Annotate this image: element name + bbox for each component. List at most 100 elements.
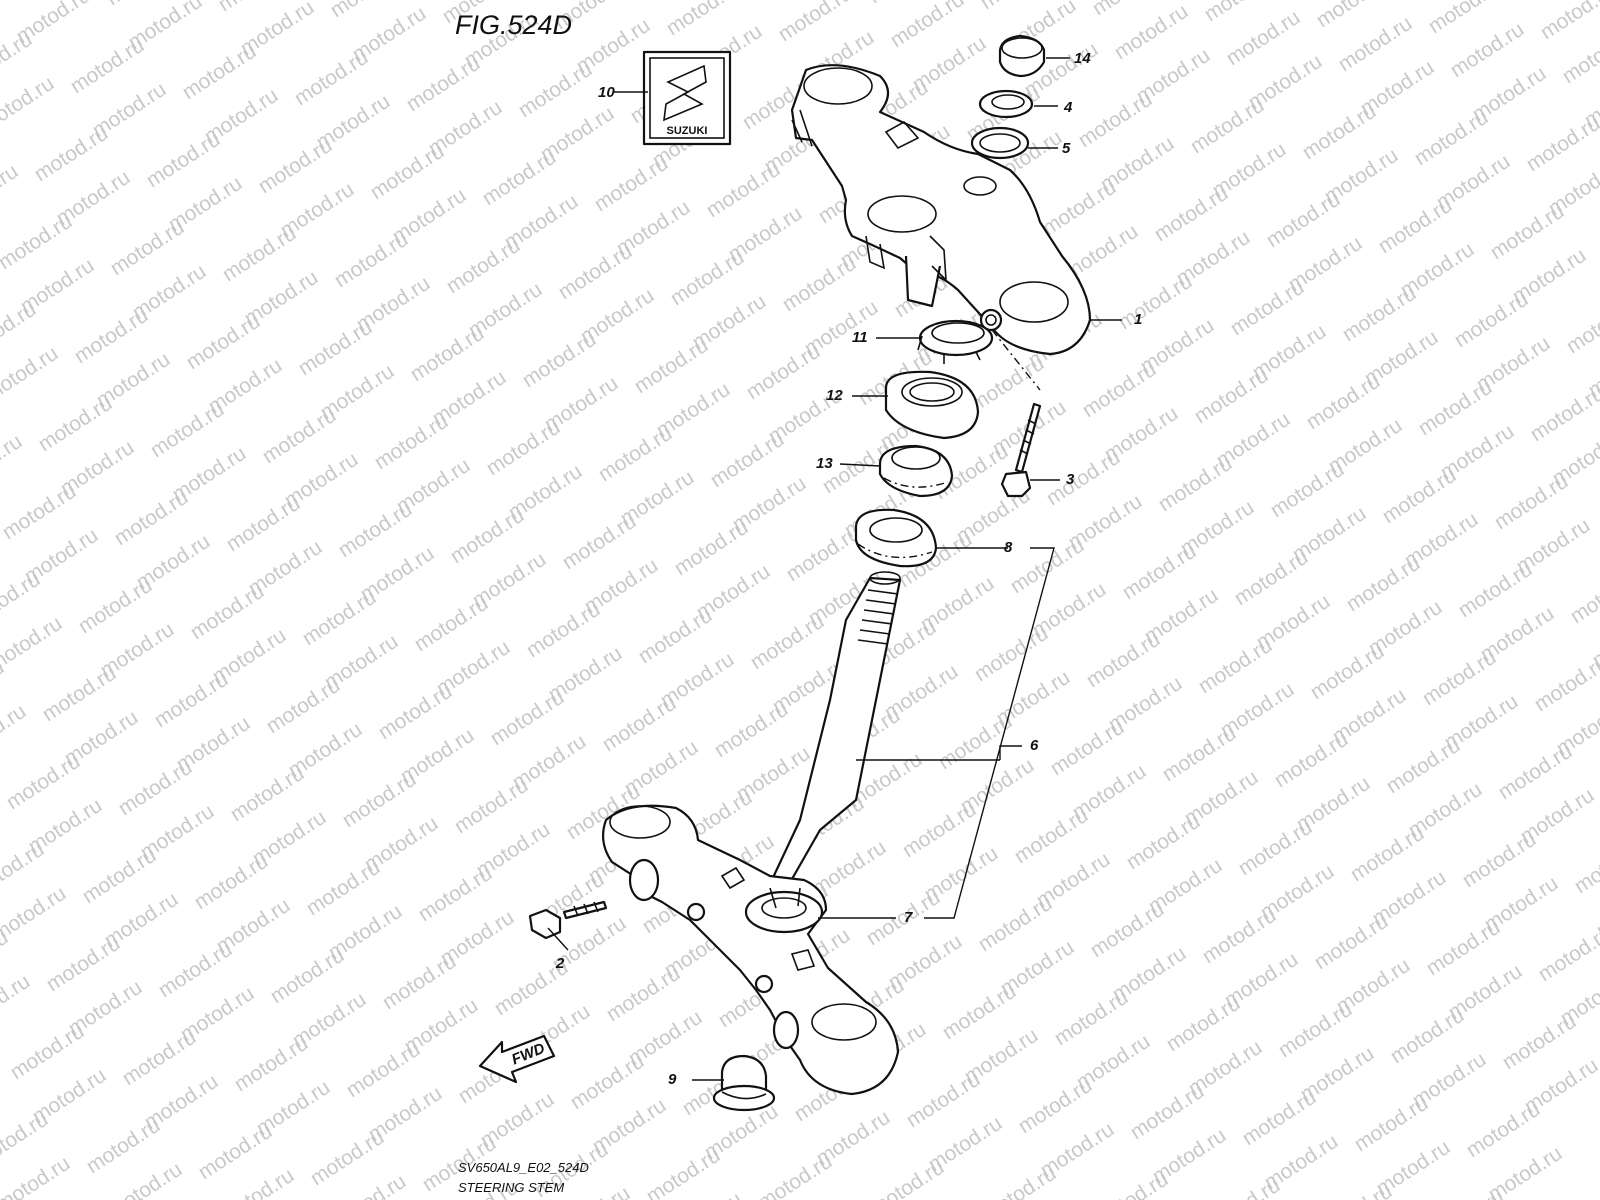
watermark-text: motod.ru bbox=[1486, 200, 1568, 264]
watermark-text: motod.ru bbox=[370, 410, 452, 474]
watermark-text: motod.ru bbox=[666, 246, 748, 310]
watermark-text: motod.ru bbox=[630, 334, 712, 398]
watermark-text: motod.ru bbox=[1118, 540, 1200, 604]
watermark-text: motod.ru bbox=[30, 122, 112, 186]
watermark-text: motod.ru bbox=[1186, 94, 1268, 158]
watermark-text: motod.ru bbox=[590, 152, 672, 216]
watermark-text: motod.ru bbox=[0, 882, 70, 946]
watermark-text: motod.ru bbox=[190, 850, 272, 914]
watermark-text: motod.ru bbox=[150, 668, 232, 732]
watermark-text: motod.ru bbox=[1498, 1010, 1580, 1074]
watermark-text: motod.ru bbox=[118, 1026, 200, 1090]
watermark-text: motod.ru bbox=[1526, 382, 1600, 446]
watermark-text: motod.ru bbox=[414, 862, 496, 926]
watermark-text: motod.ru bbox=[1202, 1174, 1284, 1200]
bolt-2 bbox=[528, 900, 608, 940]
watermark-text: motod.ru bbox=[1450, 288, 1532, 352]
watermark-text: motod.ru bbox=[1536, 0, 1600, 44]
watermark-text: motod.ru bbox=[1302, 370, 1384, 434]
stem-cap bbox=[998, 34, 1046, 78]
watermark-text: motod.ru bbox=[334, 498, 416, 562]
watermark-text: motod.ru bbox=[782, 522, 864, 586]
watermark-text: motod.ru bbox=[1378, 464, 1460, 528]
watermark-text: motod.ru bbox=[330, 228, 412, 292]
watermark-text: motod.ru bbox=[1458, 828, 1540, 892]
watermark-text: motod.ru bbox=[1530, 652, 1600, 716]
watermark-text: motod.ru bbox=[1162, 992, 1244, 1056]
watermark-text: motod.ru bbox=[342, 1038, 424, 1102]
watermark-text: motod.ru bbox=[1122, 810, 1204, 874]
watermark-text: motod.ru bbox=[266, 944, 348, 1008]
watermark-text: motod.ru bbox=[1418, 646, 1500, 710]
watermark-text: motod.ru bbox=[1090, 1168, 1172, 1200]
watermark-text: motod.ru bbox=[302, 856, 384, 920]
callout-4: 4 bbox=[1063, 99, 1073, 116]
watermark-text: motod.ru bbox=[866, 1156, 948, 1200]
watermark-text: motod.ru bbox=[746, 610, 828, 674]
watermark-text: motod.ru bbox=[34, 392, 116, 456]
watermark-text: motod.ru bbox=[558, 510, 640, 574]
bolt-3-alignment bbox=[991, 329, 1041, 391]
watermark-text: motod.ru bbox=[1082, 628, 1164, 692]
watermark-text: motod.ru bbox=[1314, 1180, 1396, 1200]
watermark-text: motod.ru bbox=[1198, 904, 1280, 968]
watermark-text: motod.ru bbox=[1154, 452, 1236, 516]
watermark-text: motod.ru bbox=[1042, 446, 1124, 510]
watermark-text: motod.ru bbox=[938, 980, 1020, 1044]
watermark-text: motod.ru bbox=[742, 340, 824, 404]
lower-bracket bbox=[601, 804, 900, 1096]
watermark-text: motod.ru bbox=[6, 1020, 88, 1084]
watermark-text: motod.ru bbox=[226, 762, 308, 826]
watermark-text: motod.ru bbox=[78, 844, 160, 908]
watermark-text: motod.ru bbox=[1338, 282, 1420, 346]
watermark-text: motod.ru bbox=[142, 128, 224, 192]
watermark-text: motod.ru bbox=[1342, 552, 1424, 616]
watermark-text: motod.ru bbox=[0, 160, 22, 224]
watermark-text: motod.ru bbox=[1086, 898, 1168, 962]
watermark-text: motod.ru bbox=[1570, 834, 1600, 898]
watermark-text: motod.ru bbox=[1566, 564, 1600, 628]
watermark-text: motod.ru bbox=[1382, 734, 1464, 798]
callout-10: 10 bbox=[598, 84, 615, 101]
lower-bearing bbox=[854, 508, 938, 568]
watermark-text: motod.ru bbox=[42, 932, 124, 996]
watermark-text: motod.ru bbox=[1234, 816, 1316, 880]
watermark-text: motod.ru bbox=[978, 1162, 1060, 1200]
upper-bracket bbox=[790, 64, 1092, 356]
watermark-text: motod.ru bbox=[1422, 916, 1504, 980]
watermark-text: motod.ru bbox=[482, 416, 564, 480]
watermark-text: motod.ru bbox=[1262, 188, 1344, 252]
watermark-text: motod.ru bbox=[402, 52, 484, 116]
watermark-text: motod.ru bbox=[1270, 728, 1352, 792]
watermark-text: motod.ru bbox=[230, 1032, 312, 1096]
watermark-text: motod.ru bbox=[74, 574, 156, 638]
watermark-text: motod.ru bbox=[902, 1068, 984, 1132]
callout-1: 1 bbox=[1134, 311, 1142, 328]
logo-text: SUZUKI bbox=[667, 125, 708, 137]
dust-seal bbox=[884, 370, 980, 440]
watermark-text: motod.ru bbox=[1454, 558, 1536, 622]
watermark-text: motod.ru bbox=[634, 604, 716, 668]
watermark-text: motod.ru bbox=[1298, 100, 1380, 164]
watermark-text: motod.ru bbox=[974, 892, 1056, 956]
watermark-text: motod.ru bbox=[1350, 1092, 1432, 1156]
watermark-text: motod.ru bbox=[374, 680, 456, 744]
watermark-text: motod.ru bbox=[446, 504, 528, 568]
watermark-text: motod.ru bbox=[106, 216, 188, 280]
watermark-text: motod.ru bbox=[182, 310, 264, 374]
watermark-text: motod.ru bbox=[410, 592, 492, 656]
watermark-text: motod.ru bbox=[554, 240, 636, 304]
callout-14: 14 bbox=[1074, 50, 1091, 67]
watermark-text: motod.ru bbox=[486, 686, 568, 750]
watermark-text: motod.ru bbox=[406, 322, 488, 386]
upper-bearing bbox=[878, 444, 954, 498]
watermark-text: motod.ru bbox=[1306, 640, 1388, 704]
washer-4 bbox=[978, 89, 1034, 119]
watermark-text: motod.ru bbox=[1114, 270, 1196, 334]
watermark-text: motod.ru bbox=[218, 222, 300, 286]
watermark-text: motod.ru bbox=[82, 1114, 164, 1178]
watermark-text: motod.ru bbox=[1334, 12, 1416, 76]
watermark-text: motod.ru bbox=[298, 586, 380, 650]
callouts: 1 2 3 4 5 6 7 8 9 10 11 12 13 14 bbox=[555, 50, 1142, 1088]
watermark-text: motod.ru bbox=[178, 40, 260, 104]
